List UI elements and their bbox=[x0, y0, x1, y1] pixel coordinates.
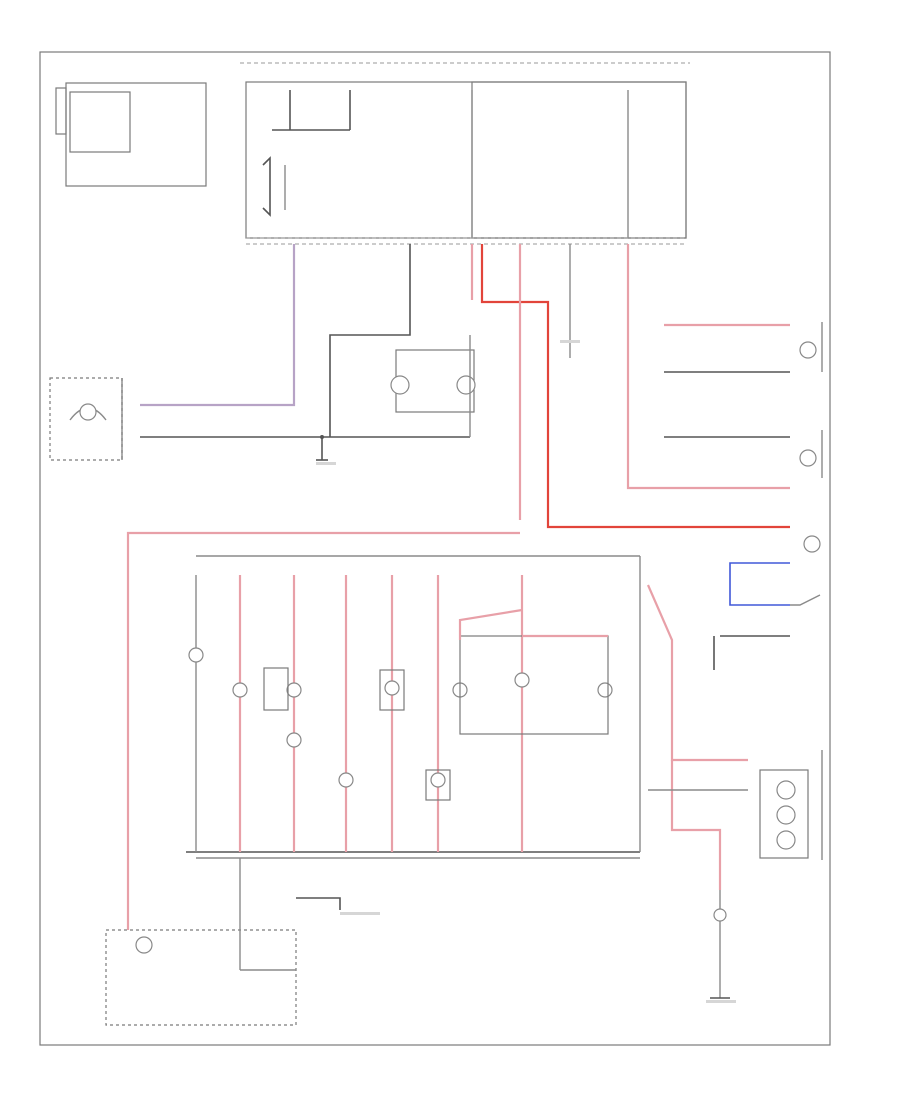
wire-pink-loop bbox=[458, 608, 523, 640]
bottom-left-module bbox=[105, 858, 341, 1026]
wire-blue bbox=[729, 562, 790, 606]
upper-lamps bbox=[390, 335, 476, 437]
light-switch bbox=[49, 377, 123, 461]
wire-purple bbox=[140, 244, 296, 407]
instrument-branches bbox=[195, 556, 641, 852]
wire-pink-right-down bbox=[646, 584, 748, 762]
cluster-lamps bbox=[188, 635, 613, 801]
control-module bbox=[245, 81, 687, 239]
wire-pink-long bbox=[126, 531, 520, 930]
diagram-frame bbox=[39, 51, 831, 1046]
wire-red-main bbox=[480, 244, 790, 529]
gauge-cluster bbox=[648, 750, 823, 860]
bottom-right-connector bbox=[710, 890, 730, 999]
top-left-module bbox=[55, 82, 207, 187]
wire-black-vertical bbox=[329, 244, 411, 437]
switch-door bbox=[790, 594, 821, 606]
right-lamps bbox=[664, 322, 823, 553]
relay bbox=[262, 90, 351, 217]
wire-pink-right bbox=[626, 244, 790, 490]
label-hints bbox=[316, 340, 736, 1003]
